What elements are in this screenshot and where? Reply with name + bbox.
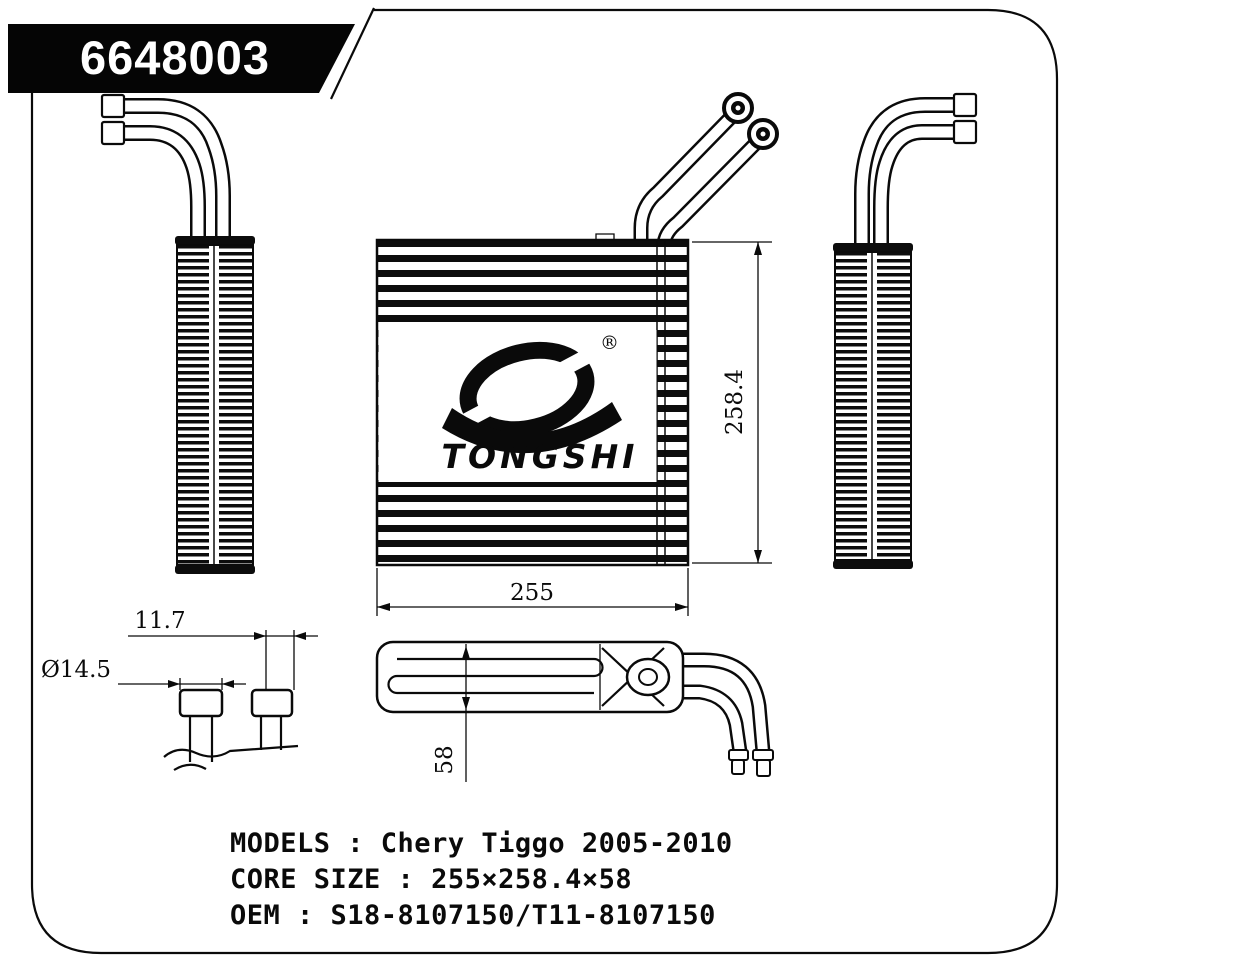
dim-pipe-offset-label: 11.7 xyxy=(134,608,185,634)
pipe-end-ferrule-2 xyxy=(728,749,749,761)
pipe-end-ferrule-1 xyxy=(752,749,774,761)
spec-line-oem: OEM : S18-8107150/T11-8107150 xyxy=(230,900,716,931)
registered-mark: ® xyxy=(600,332,619,354)
logo-emblem-icon xyxy=(442,341,622,454)
dim-depth-label: 58 xyxy=(432,745,458,774)
front-view: ® TONGSHI xyxy=(375,92,779,567)
spec-line-models: MODELS : Chery Tiggo 2005-2010 xyxy=(230,828,733,859)
core-top-notch xyxy=(595,233,615,240)
left-port-upper xyxy=(100,93,126,119)
title-banner: 6648003 xyxy=(8,7,375,100)
left-core-bottom-cap xyxy=(175,565,255,574)
part-number: 6648003 xyxy=(80,31,270,84)
brand-logo: ® TONGSHI xyxy=(378,330,657,482)
stub-port-left xyxy=(178,688,224,718)
left-port-lower xyxy=(100,120,126,146)
right-view-pipes xyxy=(854,97,958,250)
right-side-view xyxy=(833,92,978,569)
right-core-bottom-cap xyxy=(833,560,913,569)
spec-line-core-size: CORE SIZE : 255×258.4×58 xyxy=(230,864,632,895)
bottom-view xyxy=(375,640,774,777)
front-port-upper xyxy=(722,92,754,124)
bottom-view-pipes xyxy=(676,652,771,754)
break-line-lower xyxy=(173,763,207,771)
front-port-lower xyxy=(747,118,779,150)
break-line-upper xyxy=(163,744,299,758)
front-view-pipes xyxy=(633,104,769,247)
dim-pipe-diameter-label: Ø14.5 xyxy=(41,657,111,683)
left-side-view xyxy=(100,93,255,574)
right-port-upper xyxy=(952,92,978,118)
dim-height-label: 258.4 xyxy=(722,369,748,435)
dim-width-label: 255 xyxy=(510,580,554,606)
dimension-core-width: 255 xyxy=(376,568,689,616)
pipe-end-tip-1 xyxy=(756,759,771,777)
banner-parallelogram xyxy=(8,24,355,93)
left-core-top-cap xyxy=(175,236,255,245)
drawing-frame-border xyxy=(30,8,1059,955)
spec-text-block: MODELS : Chery Tiggo 2005-2010 CORE SIZE… xyxy=(230,828,733,931)
right-core-top-cap xyxy=(833,243,913,252)
left-view-pipes xyxy=(122,98,231,246)
serpentine-channels xyxy=(387,657,604,695)
brand-name: TONGSHI xyxy=(442,437,639,476)
pipe-joint-bore xyxy=(638,668,658,686)
dimension-core-depth: 58 xyxy=(432,644,470,782)
dimension-core-height: 258.4 xyxy=(692,241,772,564)
pipe-stub-detail: 11.7 Ø14.5 xyxy=(41,608,318,771)
banner-slash xyxy=(330,7,375,100)
right-port-lower xyxy=(952,119,978,145)
stub-port-right xyxy=(250,688,294,718)
pipe-end-tip-2 xyxy=(731,759,745,775)
